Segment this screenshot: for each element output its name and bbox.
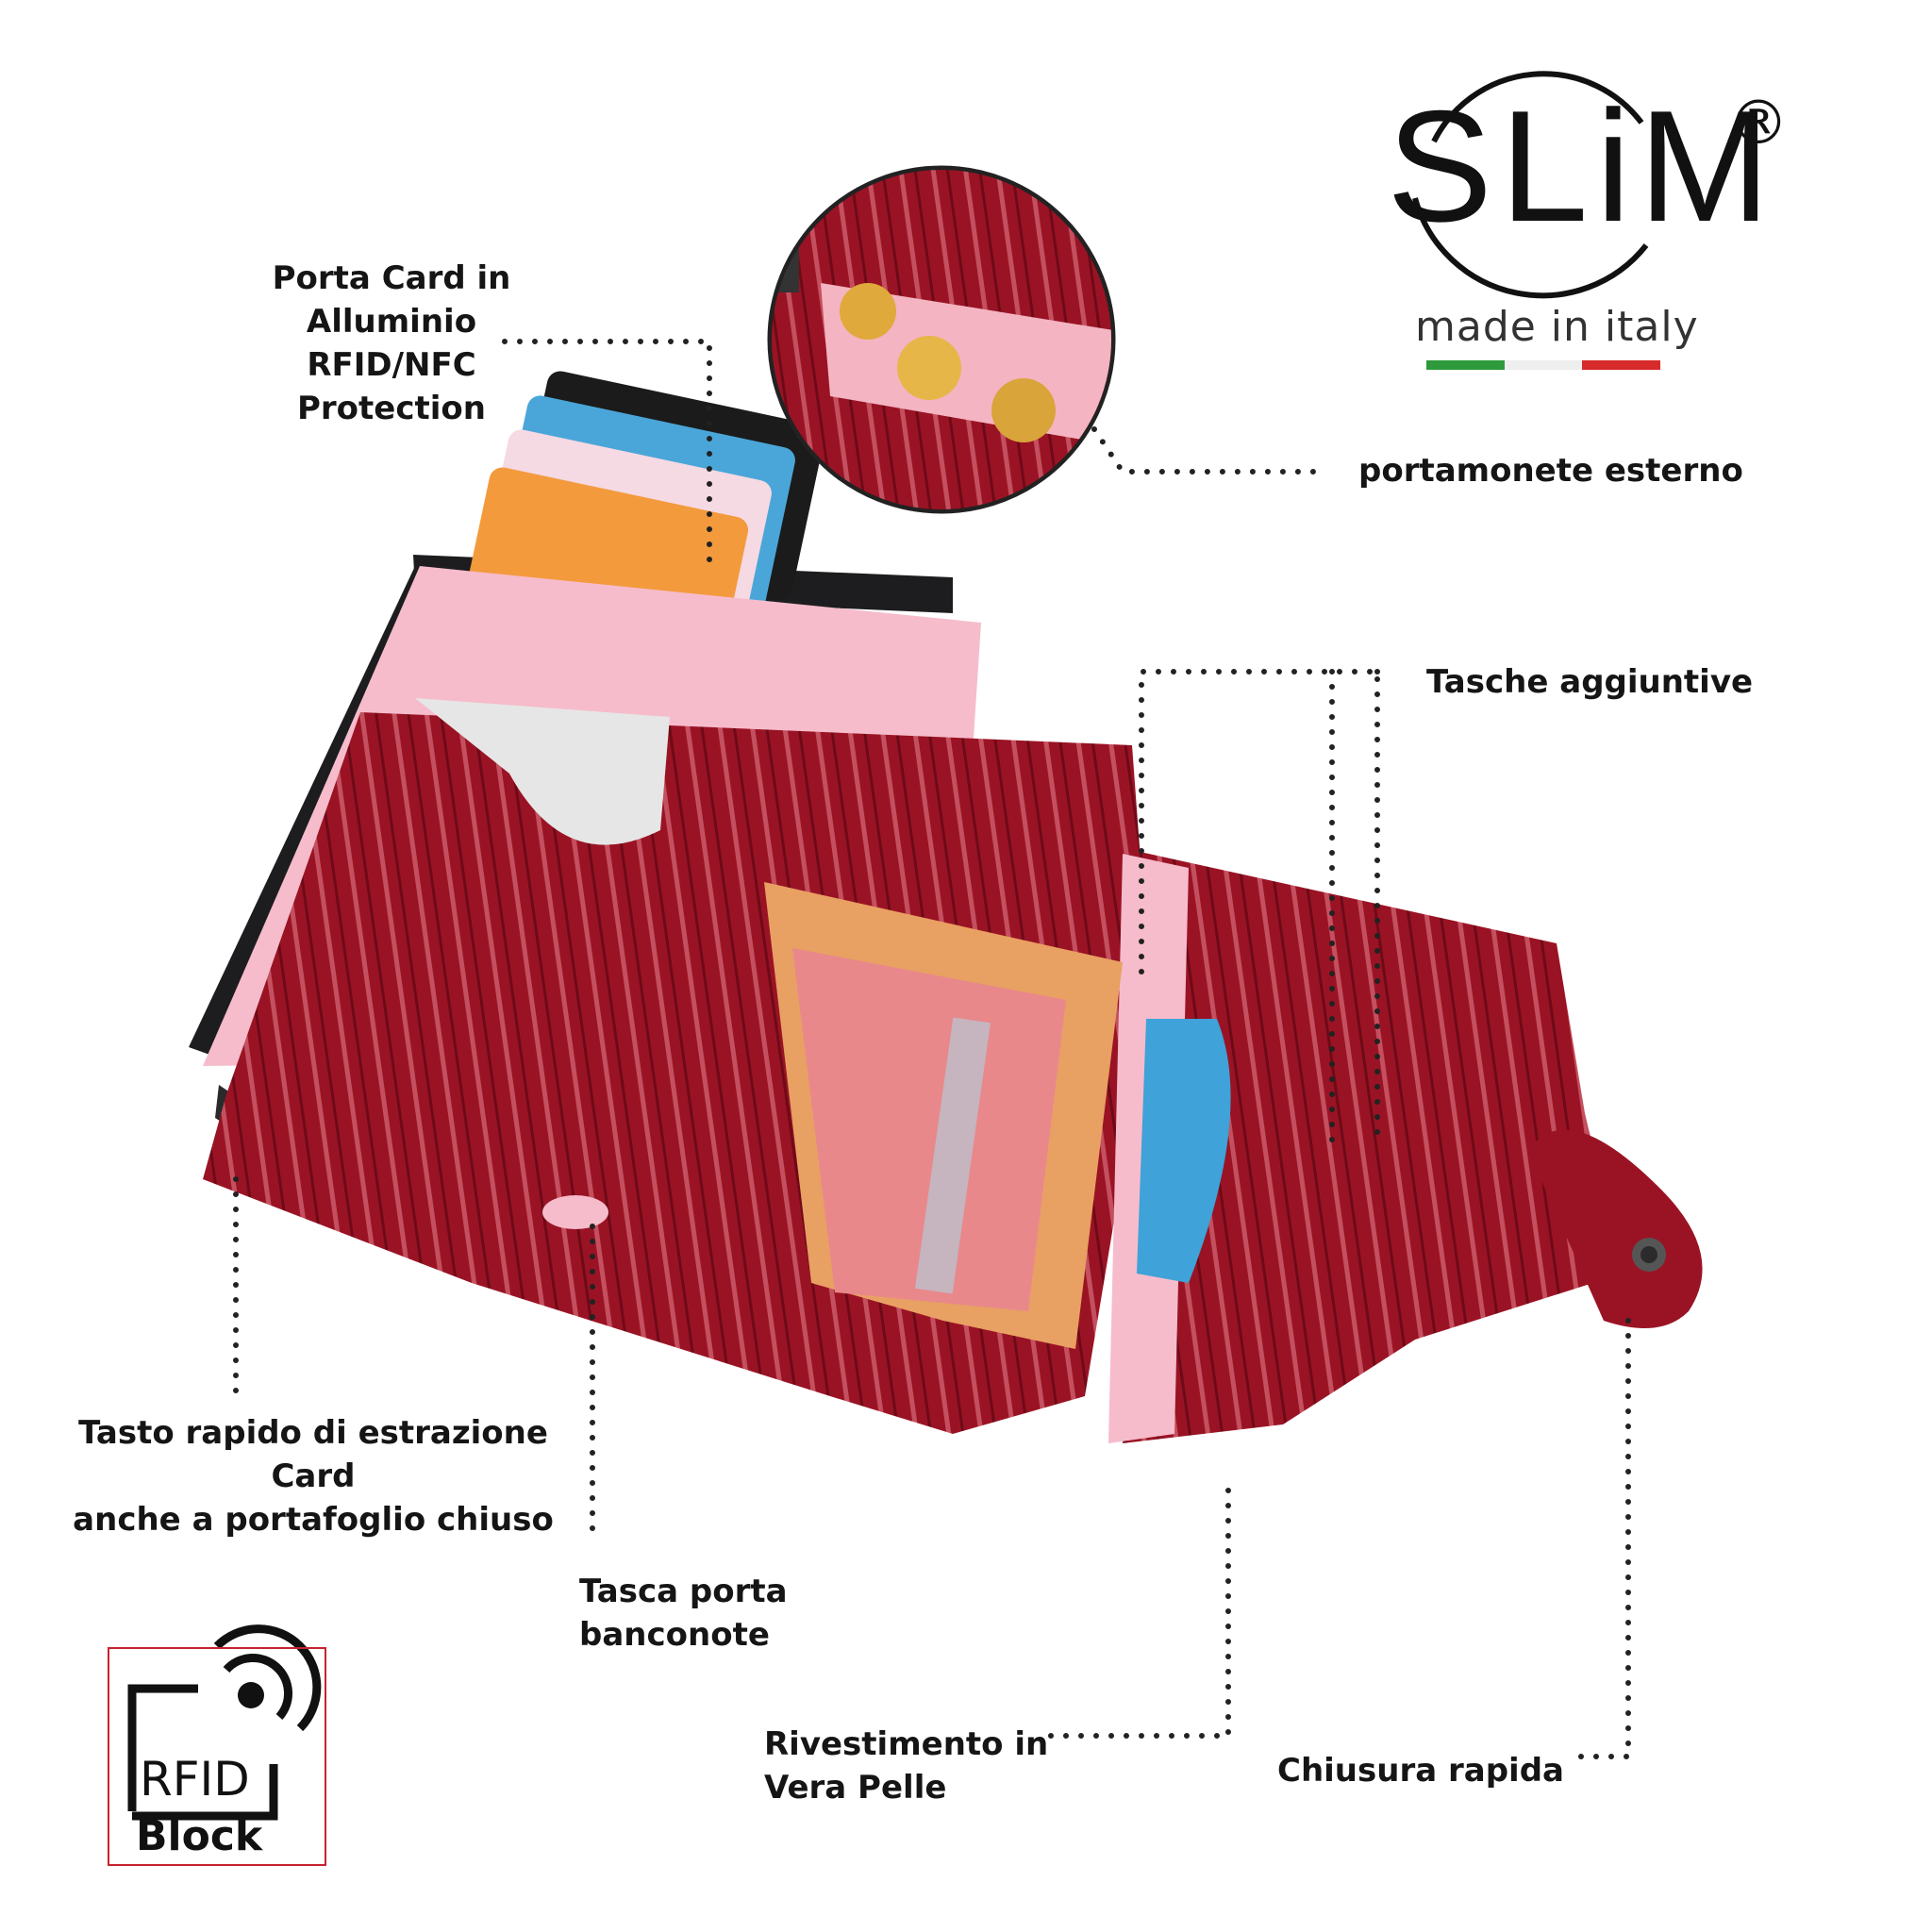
coin-pocket-lens — [767, 165, 1116, 514]
callout-tasca: Tasca porta banconote — [579, 1573, 788, 1654]
block-label: Block — [136, 1812, 263, 1860]
callout-tasto: Tasto rapido di estrazione Card anche a … — [73, 1414, 554, 1539]
italy-flag — [1426, 360, 1661, 370]
rfid-icon — [127, 1624, 322, 1821]
rfid-label: RFID — [140, 1752, 250, 1807]
slim-logo-mark — [1412, 71, 1649, 299]
brand-tagline: made in italy — [1415, 303, 1699, 351]
callout-leaders — [233, 339, 1631, 1759]
callout-chiusura: Chiusura rapida — [1277, 1752, 1564, 1790]
callout-portamonete: portamonete esterno — [1358, 452, 1743, 490]
wallet-body — [203, 566, 1703, 1443]
callout-rivestimento: Rivestimento in Vera Pelle — [764, 1725, 1049, 1807]
flag-green — [1426, 360, 1505, 370]
rfid-badge — [108, 1647, 326, 1866]
flag-red — [1582, 360, 1661, 370]
registered-mark: ® — [1728, 89, 1789, 158]
flag-white — [1504, 360, 1583, 370]
brand-logo-text: SLiM — [1387, 77, 1778, 255]
callout-porta-card: Porta Card in Alluminio RFID/NFC Protect… — [272, 259, 511, 427]
callout-tasche: Tasche aggiuntive — [1426, 663, 1754, 701]
